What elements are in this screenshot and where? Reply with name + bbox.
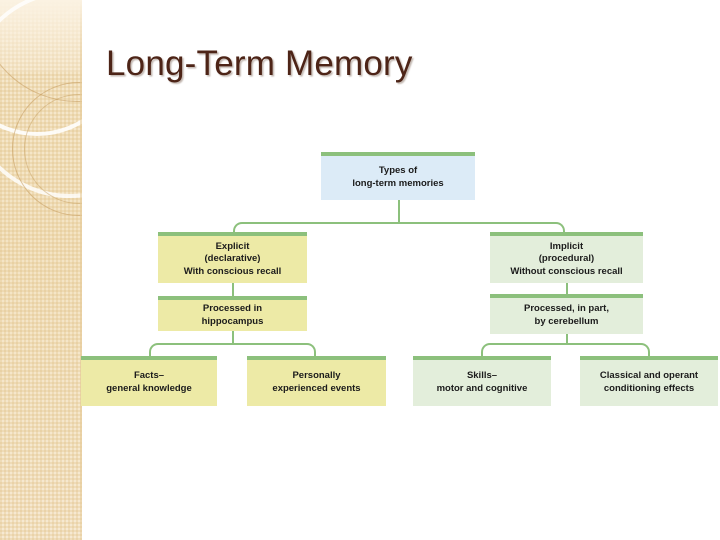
sidebar-edge [80, 0, 82, 540]
node-line-1: Implicit [549, 240, 584, 252]
connector-cerebellum-stem [566, 334, 568, 345]
decorative-sidebar [0, 0, 82, 540]
node-line-1: Processed in [202, 302, 263, 314]
node-line-1: Types of [378, 165, 418, 177]
node-line-2: by cerebellum [534, 316, 599, 327]
node-skills-motor-and-cognitive[interactable]: Skills– motor and cognitive [413, 356, 551, 406]
connector-cerebellum-split [481, 343, 650, 356]
connector-hippocampus-stem [232, 331, 234, 345]
node-processed-by-cerebellum[interactable]: Processed, in part, by cerebellum [490, 294, 643, 334]
node-processed-in-hippocampus[interactable]: Processed in hippocampus [158, 296, 307, 331]
node-line-2: hippocampus [201, 315, 264, 327]
node-line-1: Explicit [215, 240, 250, 252]
node-implicit-procedural[interactable]: Implicit (procedural) Without conscious … [490, 232, 643, 283]
connector-implicit-stem [566, 283, 568, 294]
node-line-2: general knowledge [106, 383, 192, 394]
node-line-2: experienced events [272, 383, 361, 394]
node-line-3: With conscious recall [183, 265, 282, 277]
node-line-3: Without conscious recall [510, 265, 623, 277]
node-line-1: Skills– [466, 370, 498, 382]
node-line-2: (procedural) [538, 253, 595, 265]
connector-explicit-stem [232, 283, 234, 296]
node-line-2: long-term memories [352, 178, 444, 189]
node-line-2: conditioning effects [603, 383, 695, 394]
node-types-of-long-term-memories[interactable]: Types of long-term memories [321, 152, 475, 200]
node-line-2: motor and cognitive [436, 383, 528, 394]
connector-root-split [233, 222, 565, 236]
node-line-1: Facts– [133, 370, 165, 382]
node-line-2: (declarative) [204, 253, 261, 265]
node-explicit-declarative[interactable]: Explicit (declarative) With conscious re… [158, 232, 307, 283]
page-title: Long-Term Memory [106, 44, 413, 83]
node-line-1: Processed, in part, [523, 303, 609, 315]
node-personally-experienced-events[interactable]: Personally experienced events [247, 356, 386, 406]
connector-hippocampus-split [149, 343, 316, 356]
node-facts-general-knowledge[interactable]: Facts– general knowledge [81, 356, 217, 406]
connector-root-stem [398, 200, 400, 224]
node-classical-operant-conditioning[interactable]: Classical and operant conditioning effec… [580, 356, 718, 406]
node-line-1: Classical and operant [599, 370, 699, 382]
node-line-1: Personally [292, 370, 341, 382]
